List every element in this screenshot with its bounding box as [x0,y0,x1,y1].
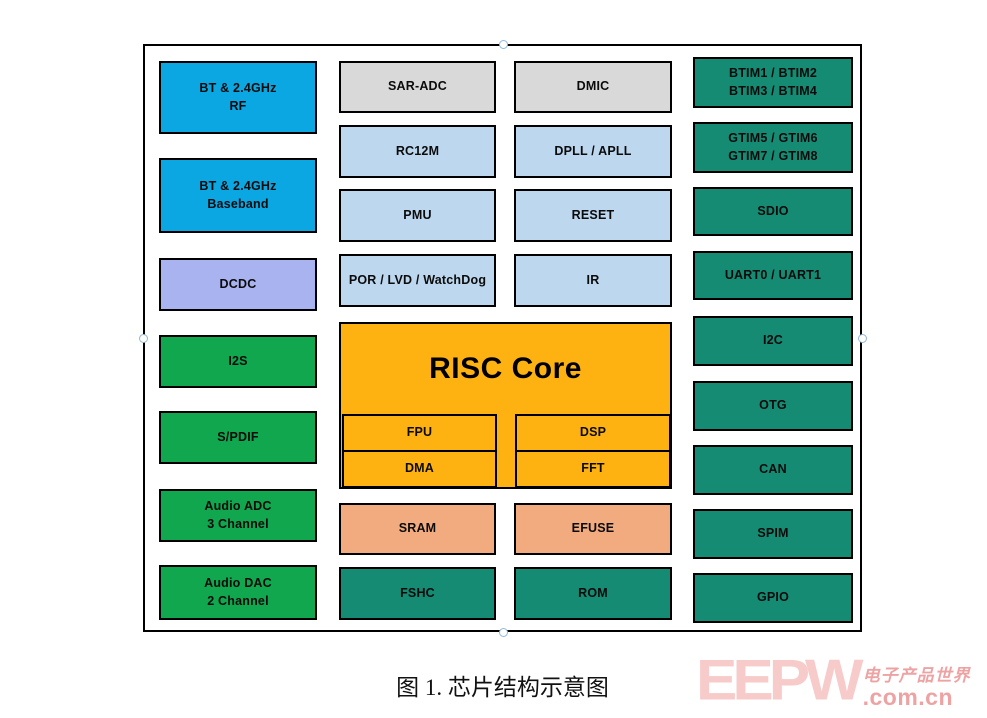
block-audio-dac: Audio DAC 2 Channel [159,565,317,620]
risc-core-label: RISC Core [429,352,582,385]
eepw-logo-right: 电子产品世界 .com.cn [862,661,971,710]
block-dma: DMA [342,450,497,488]
block-gpio: GPIO [693,573,853,623]
block-uart: UART0 / UART1 [693,251,853,300]
eepw-domain-text: .com.cn [862,683,954,710]
selection-handle-left[interactable] [139,334,148,343]
block-rc12m: RC12M [339,125,496,178]
block-pmu: PMU [339,189,496,242]
selection-handle-bottom[interactable] [499,628,508,637]
block-fshc: FSHC [339,567,496,620]
block-i2s: I2S [159,335,317,388]
block-dsp: DSP [515,414,671,452]
selection-handle-top[interactable] [499,40,508,49]
block-sram: SRAM [339,503,496,555]
block-spdif: S/PDIF [159,411,317,464]
block-i2c: I2C [693,316,853,366]
block-reset: RESET [514,189,672,242]
block-sdio: SDIO [693,187,853,236]
block-gtim: GTIM5 / GTIM6 GTIM7 / GTIM8 [693,122,853,173]
block-can: CAN [693,445,853,495]
selection-handle-right[interactable] [858,334,867,343]
eepw-chinese-text: 电子产品世界 [862,665,971,686]
block-dmic: DMIC [514,61,672,113]
block-audio-adc: Audio ADC 3 Channel [159,489,317,542]
figure-caption: 图 1. 芯片结构示意图 [396,675,609,700]
block-bt-baseband: BT & 2.4GHz Baseband [159,158,317,233]
block-ir: IR [514,254,672,307]
block-dcdc: DCDC [159,258,317,311]
block-fpu: FPU [342,414,497,452]
block-btim: BTIM1 / BTIM2 BTIM3 / BTIM4 [693,57,853,108]
block-por-lvd-watchdog: POR / LVD / WatchDog [339,254,496,307]
block-otg: OTG [693,381,853,431]
block-bt-rf: BT & 2.4GHz RF [159,61,317,134]
block-fft: FFT [515,450,671,488]
block-dpll-apll: DPLL / APLL [514,125,672,178]
block-rom: ROM [514,567,672,620]
diagram-frame: BT & 2.4GHz RF BT & 2.4GHz Baseband DCDC… [143,44,862,632]
block-risc-core: RISC Core FPU DMA DSP FFT [339,322,672,489]
block-efuse: EFUSE [514,503,672,555]
block-spim: SPIM [693,509,853,559]
block-sar-adc: SAR-ADC [339,61,496,113]
